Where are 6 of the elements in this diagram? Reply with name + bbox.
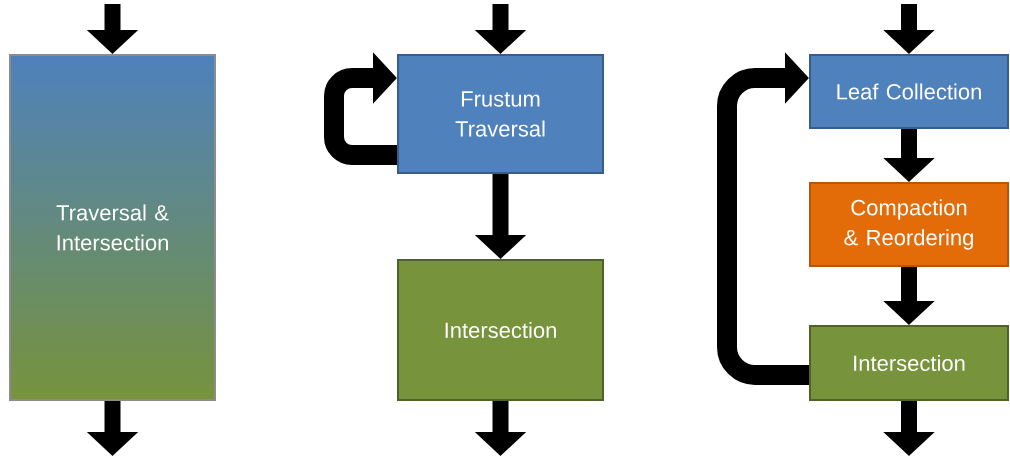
process-box: Compaction & Reordering	[809, 182, 1009, 267]
process-box: Frustum Traversal	[397, 54, 604, 174]
process-box: Leaf Collection	[809, 54, 1009, 129]
process-box: Intersection	[809, 325, 1009, 401]
process-box: Traversal & Intersection	[9, 54, 216, 401]
process-box: Intersection	[397, 259, 604, 401]
